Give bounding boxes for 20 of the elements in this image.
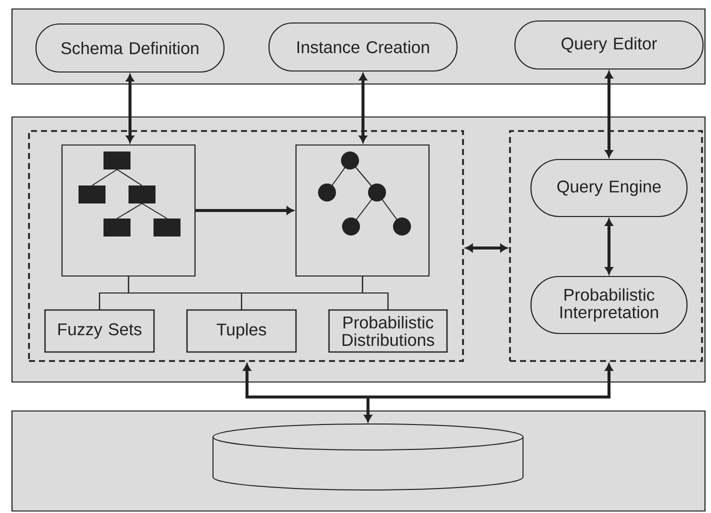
database-cylinder bbox=[212, 424, 524, 490]
text-box: Probabilistic Distributions bbox=[328, 309, 448, 353]
arrow bbox=[196, 206, 294, 214]
dashed-group-box bbox=[28, 130, 464, 362]
arrow bbox=[466, 244, 508, 252]
arrow bbox=[359, 73, 367, 143]
rounded-box: Schema Definition bbox=[35, 23, 225, 73]
arrow bbox=[605, 71, 613, 158]
rounded-box: Query Engine bbox=[530, 158, 688, 218]
arrow bbox=[243, 364, 613, 422]
rounded-box: Query Editor bbox=[514, 20, 704, 70]
layer-panel bbox=[11, 8, 706, 85]
arrow bbox=[605, 218, 613, 274]
text-box: Tuples bbox=[186, 309, 297, 353]
rounded-box: Probabilistic Interpretation bbox=[530, 276, 688, 334]
rounded-box: Instance Creation bbox=[268, 22, 458, 72]
connector-line bbox=[362, 276, 389, 310]
text-box: Fuzzy Sets bbox=[44, 309, 155, 353]
dashed-group-box bbox=[509, 130, 703, 362]
arrow bbox=[126, 74, 134, 143]
